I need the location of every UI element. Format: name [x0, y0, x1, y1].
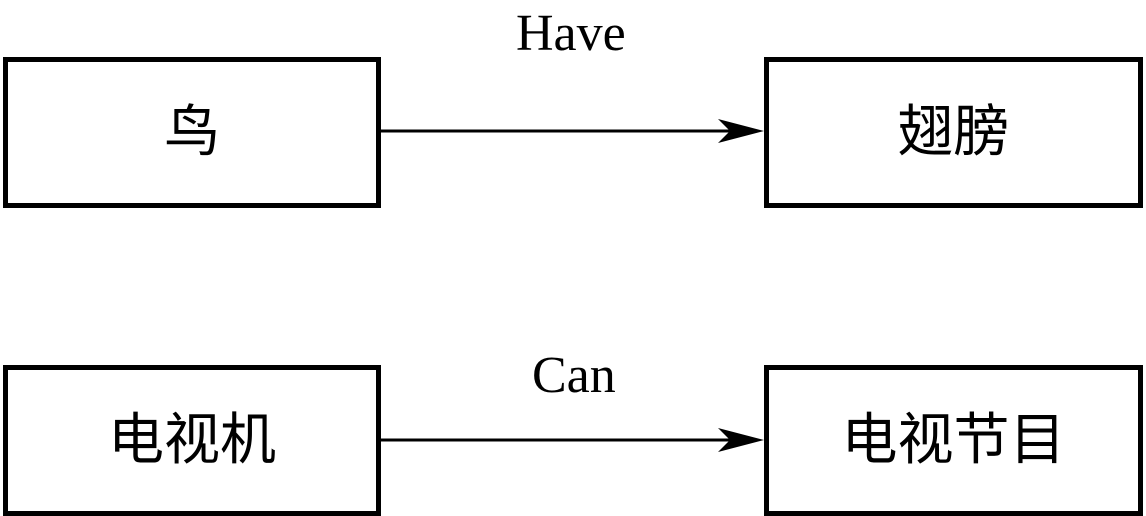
node-wings-label: 翅膀 [897, 99, 1010, 165]
node-bird: 鸟 [3, 57, 381, 208]
arrow-have [381, 119, 764, 143]
node-bird-label: 鸟 [164, 99, 220, 165]
arrow-can-head [718, 428, 764, 452]
node-television-label: 电视机 [108, 407, 276, 473]
node-tv-program: 电视节目 [764, 365, 1143, 516]
node-wings: 翅膀 [764, 57, 1143, 208]
relation-can-label: Can [532, 347, 616, 404]
node-tv-program-label: 电视节目 [841, 407, 1066, 473]
node-television: 电视机 [3, 365, 381, 516]
relation-have-label: Have [516, 5, 626, 62]
arrow-can [381, 428, 764, 452]
arrow-have-head [718, 119, 764, 143]
